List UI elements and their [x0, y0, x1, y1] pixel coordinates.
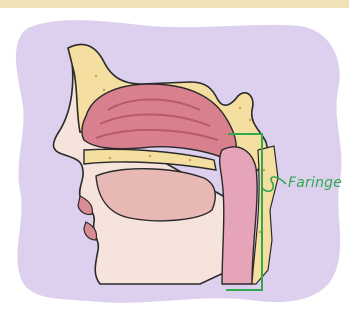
top-border: [0, 0, 349, 8]
pharynx-label: Faringe: [288, 175, 342, 191]
pharynx-tube: [220, 147, 257, 284]
